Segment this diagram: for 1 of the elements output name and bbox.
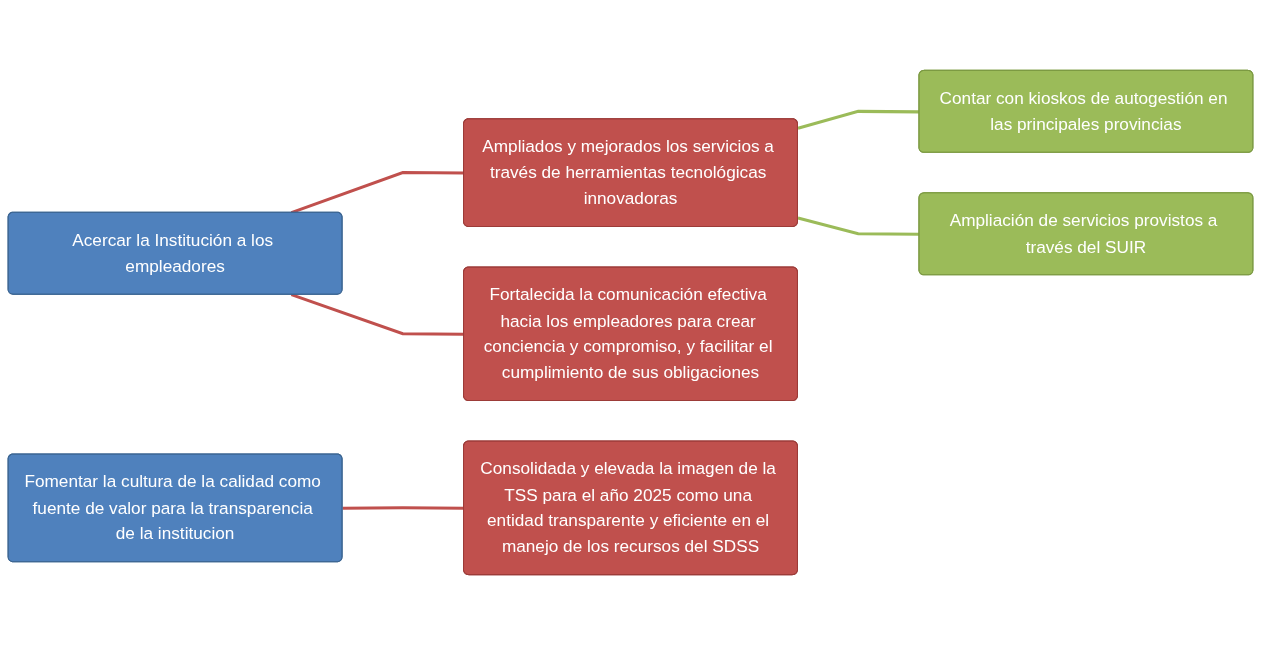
diagram: Acercar la Institución a los empleadores Ampliados y mejorados los servicios a través de herramientas tecnológicas innovadoras Fortalecida la comunicación efectiva hacia los empleadores para crear conciencia y compromiso, y facilitar el cumplimiento de sus obligaciones Contar con kioskos de autogestión en las principales provincias Ampliación de servicios provistos a través del SUIR Fomentar la cultura de la calidad como fuente de valor para la transparencia de la institucion Consolidada y elevada la imagen de la TSS para el año 2025 como una entidad transparente y eficiente en el manejo de los recursos del SDSS <box>0 0 1261 645</box>
